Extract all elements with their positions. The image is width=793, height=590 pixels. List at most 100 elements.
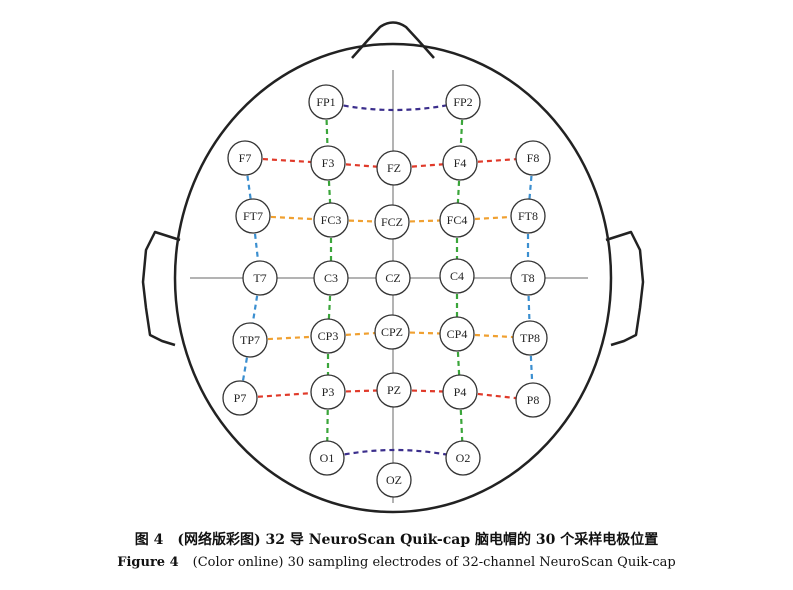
electrode-label: T8 (521, 271, 534, 285)
electrode-label: CP3 (318, 329, 339, 343)
right-ear-outline (605, 230, 645, 347)
electrode-circle (309, 440, 345, 476)
electrode-circle (242, 260, 278, 296)
electrode-f8: F8 (515, 140, 551, 176)
electrode-circle (442, 374, 478, 410)
electrode-label: CP4 (447, 327, 468, 341)
link-o1-o2 (326, 448, 464, 460)
electrode-p3: P3 (310, 374, 346, 410)
electrode-label: FT8 (518, 209, 538, 223)
electrode-label: FC4 (447, 213, 468, 227)
electrode-circle (308, 84, 344, 120)
figure-caption-chinese: 图 4 (网络版彩图) 32 导 NeuroScan Quik-cap 脑电帽的… (134, 532, 659, 548)
electrode-p8: P8 (515, 382, 551, 418)
left-ear-outline (141, 230, 181, 347)
figure-caption-text: (Color online) 30 sampling electrodes of… (192, 555, 676, 570)
electrode-label: CZ (385, 271, 400, 285)
electrode-label: O1 (320, 451, 335, 465)
electrode-label: FP2 (453, 95, 472, 109)
electrode-circle (374, 314, 410, 350)
electrode-label: C4 (450, 269, 464, 283)
electrode-label: PZ (387, 383, 401, 397)
head-outline (141, 21, 645, 514)
electrode-label: P7 (234, 391, 247, 405)
electrode-p7: P7 (222, 380, 258, 416)
electrode-label: FZ (387, 161, 401, 175)
electrode-circle (439, 258, 475, 294)
electrode-o2: O2 (445, 440, 481, 476)
figure-label: Figure 4 (117, 555, 179, 570)
electrode-label: P8 (527, 393, 540, 407)
electrode-circle (375, 260, 411, 296)
electrode-c3: C3 (313, 260, 349, 296)
electrode-circle (376, 372, 412, 408)
electrode-fc3: FC3 (313, 202, 349, 238)
electrode-cp4: CP4 (439, 316, 475, 352)
electrode-circle (310, 145, 346, 181)
electrode-pz: PZ (376, 372, 412, 408)
figure-caption-english: Figure 4 (Color online) 30 sampling elect… (0, 554, 793, 572)
electrode-f3: F3 (310, 145, 346, 181)
electrode-t7: T7 (242, 260, 278, 296)
electrode-fp2: FP2 (445, 84, 481, 120)
electrode-circle (445, 84, 481, 120)
electrode-cp3: CP3 (310, 318, 346, 354)
electrode-label: CPZ (381, 325, 403, 339)
electrode-label: TP8 (520, 331, 540, 345)
electrode-label: OZ (386, 473, 402, 487)
electrode-tp8: TP8 (512, 320, 548, 356)
electrode-circle (222, 380, 258, 416)
electrode-label: F8 (527, 151, 540, 165)
electrode-ft8: FT8 (510, 198, 546, 234)
electrode-label: P4 (454, 385, 467, 399)
electrode-circle (310, 374, 346, 410)
electrode-label: TP7 (240, 333, 260, 347)
electrode-label: F4 (454, 156, 467, 170)
nose-outline (351, 21, 435, 59)
electrode-circle (445, 440, 481, 476)
electrode-fp1: FP1 (308, 84, 344, 120)
link-fp1-fp2 (325, 100, 464, 112)
electrode-label: F7 (239, 151, 252, 165)
electrode-circle (515, 382, 551, 418)
electrode-circle (232, 322, 268, 358)
electrode-circle (374, 204, 410, 240)
electrode-c4: C4 (439, 258, 475, 294)
electrode-circle (510, 198, 546, 234)
electrode-tp7: TP7 (232, 322, 268, 358)
electrode-circle (442, 145, 478, 181)
electrode-label: FC3 (321, 213, 342, 227)
electrode-circle (515, 140, 551, 176)
electrode-label: P3 (322, 385, 335, 399)
electrode-circle (310, 318, 346, 354)
electrode-label: FT7 (243, 209, 263, 223)
electrode-fcz: FCZ (374, 204, 410, 240)
electrode-label: F3 (322, 156, 335, 170)
electrode-circle (439, 316, 475, 352)
electrode-label: FP1 (316, 95, 335, 109)
electrode-label: C3 (324, 271, 338, 285)
electrode-label: T7 (253, 271, 266, 285)
electrode-fz: FZ (376, 150, 412, 186)
electrode-o1: O1 (309, 440, 345, 476)
electrode-circle (235, 198, 271, 234)
electrode-t8: T8 (510, 260, 546, 296)
electrode-label: O2 (456, 451, 471, 465)
electrode-f4: F4 (442, 145, 478, 181)
electrode-circle (510, 260, 546, 296)
electrode-oz: OZ (376, 462, 412, 498)
electrode-circle (512, 320, 548, 356)
electrode-fc4: FC4 (439, 202, 475, 238)
electrode-circle (439, 202, 475, 238)
electrode-circle (376, 462, 412, 498)
electrode-cz: CZ (375, 260, 411, 296)
head-circle (173, 42, 613, 514)
electrode-ft7: FT7 (235, 198, 271, 234)
electrode-circle (227, 140, 263, 176)
electrode-label: FCZ (381, 215, 403, 229)
electrode-cpz: CPZ (374, 314, 410, 350)
electrode-f7: F7 (227, 140, 263, 176)
electrode-circle (376, 150, 412, 186)
